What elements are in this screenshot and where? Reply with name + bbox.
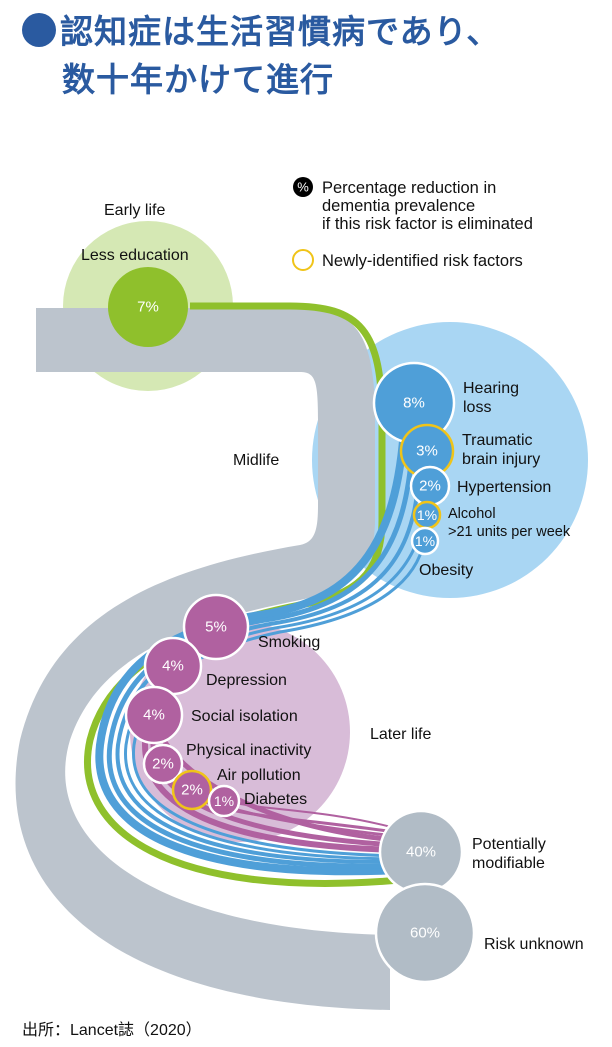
title-line-1: 認知症は生活習慣病であり、 (60, 12, 501, 51)
legend-percent-desc-3: if this risk factor is eliminated (322, 215, 533, 233)
factor-bubble-air-pollution (171, 769, 213, 811)
midlife-flow (115, 486, 420, 865)
factor-label-tbi-1: Traumatic (462, 432, 533, 449)
factor-pct-alcohol: 1% (417, 507, 437, 523)
factor-label-hearing-loss-1: Hearing (463, 380, 519, 397)
title-bullet-icon (22, 13, 56, 47)
factor-bubble-less-education (108, 267, 188, 347)
factor-label-hearing-loss-2: loss (463, 399, 491, 416)
legend-percent-desc-1: Percentage reduction in (322, 179, 496, 197)
stage-label-mid: Midlife (233, 452, 279, 469)
factor-bubble-smoking (182, 593, 250, 661)
factor-pct-diabetes: 1% (214, 793, 234, 809)
factor-pct-less-education: 7% (137, 299, 159, 316)
factor-label-depression: Depression (206, 672, 287, 689)
factor-label-hypertension: Hypertension (457, 479, 551, 496)
new-factor-legend-icon (292, 249, 314, 271)
result-label-modifiable-1: Potentially (472, 836, 546, 853)
factor-label-obesity: Obesity (419, 562, 473, 579)
result-pct-unknown: 60% (410, 925, 440, 942)
result-bubble-unknown (374, 882, 476, 984)
percent-legend-icon (293, 177, 313, 197)
factor-label-tbi-2: brain injury (462, 451, 540, 468)
source-citation: 出所：Lancet誌（2020） (22, 1022, 202, 1039)
legend-new-factor-desc: Newly-identified risk factors (322, 252, 523, 270)
factor-pct-physical-inactivity: 2% (152, 756, 174, 773)
factor-pct-obesity: 1% (415, 533, 435, 549)
factor-label-smoking: Smoking (258, 634, 320, 651)
factor-pct-smoking: 5% (205, 619, 227, 636)
page-title: 認知症は生活習慣病であり、 数十年かけて進行 (22, 8, 500, 104)
result-pct-modifiable: 40% (406, 844, 436, 861)
factor-label-social-isolation: Social isolation (191, 708, 298, 725)
title-line-2: 数十年かけて進行 (62, 60, 334, 99)
factor-pct-hypertension: 2% (419, 478, 441, 495)
factor-pct-hearing-loss: 8% (403, 395, 425, 412)
midlife-flow (95, 409, 409, 876)
factor-label-physical-inactivity: Physical inactivity (186, 742, 311, 759)
factor-label-diabetes: Diabetes (244, 791, 307, 808)
factor-label-air-pollution: Air pollution (217, 767, 301, 784)
legend-percent-desc-2: dementia prevalence (322, 197, 475, 215)
result-label-unknown: Risk unknown (484, 936, 584, 953)
factor-bubble-obesity (410, 526, 440, 556)
factor-bubble-physical-inactivity (142, 743, 184, 785)
stage-label-early: Early life (104, 202, 165, 219)
factor-bubble-diabetes (207, 784, 241, 818)
gray-flow-band (15, 308, 390, 1010)
factor-label-less-education: Less education (81, 247, 189, 264)
factor-pct-air-pollution: 2% (181, 782, 203, 799)
factor-label-alcohol-1: Alcohol (448, 506, 496, 522)
stage-label-later: Later life (370, 726, 431, 743)
factor-bubble-social-isolation (124, 685, 184, 745)
result-label-modifiable-2: modifiable (472, 855, 545, 872)
factor-pct-depression: 4% (162, 658, 184, 675)
factor-pct-tbi: 3% (416, 443, 438, 460)
percent-legend-symbol: % (297, 180, 309, 195)
factor-pct-social-isolation: 4% (143, 707, 165, 724)
factor-label-alcohol-2: >21 units per week (448, 524, 571, 540)
